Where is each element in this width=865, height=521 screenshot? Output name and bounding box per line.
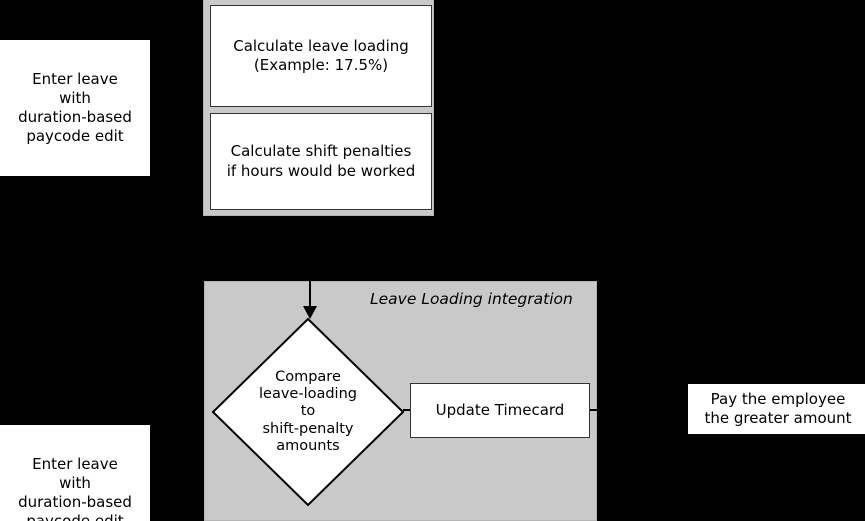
connector-update-timecard-to-group-edge	[590, 409, 598, 411]
connector-decision-to-update-timecard	[403, 409, 411, 411]
group-label-leave-loading-integration: Leave Loading integration	[370, 290, 573, 308]
node-compare-decision[interactable]: Compare leave-loading to shift-penalty a…	[211, 317, 405, 507]
connector-to-decision-arrowhead	[303, 306, 317, 319]
node-calculate-leave-loading[interactable]: Calculate leave loading (Example: 17.5%)	[210, 5, 432, 107]
node-calculate-shift-penalties[interactable]: Calculate shift penalties if hours would…	[210, 113, 432, 210]
diamond-shape-icon	[211, 317, 405, 507]
node-pay-greater-amount[interactable]: Pay the employee the greater amount	[688, 384, 865, 434]
node-update-timecard[interactable]: Update Timecard	[410, 383, 590, 438]
connector-to-decision-line	[309, 281, 311, 308]
node-enter-leave-top[interactable]: Enter leave with duration-based paycode …	[0, 40, 150, 176]
node-enter-leave-bottom[interactable]: Enter leave with duration-based paycode …	[0, 425, 150, 521]
